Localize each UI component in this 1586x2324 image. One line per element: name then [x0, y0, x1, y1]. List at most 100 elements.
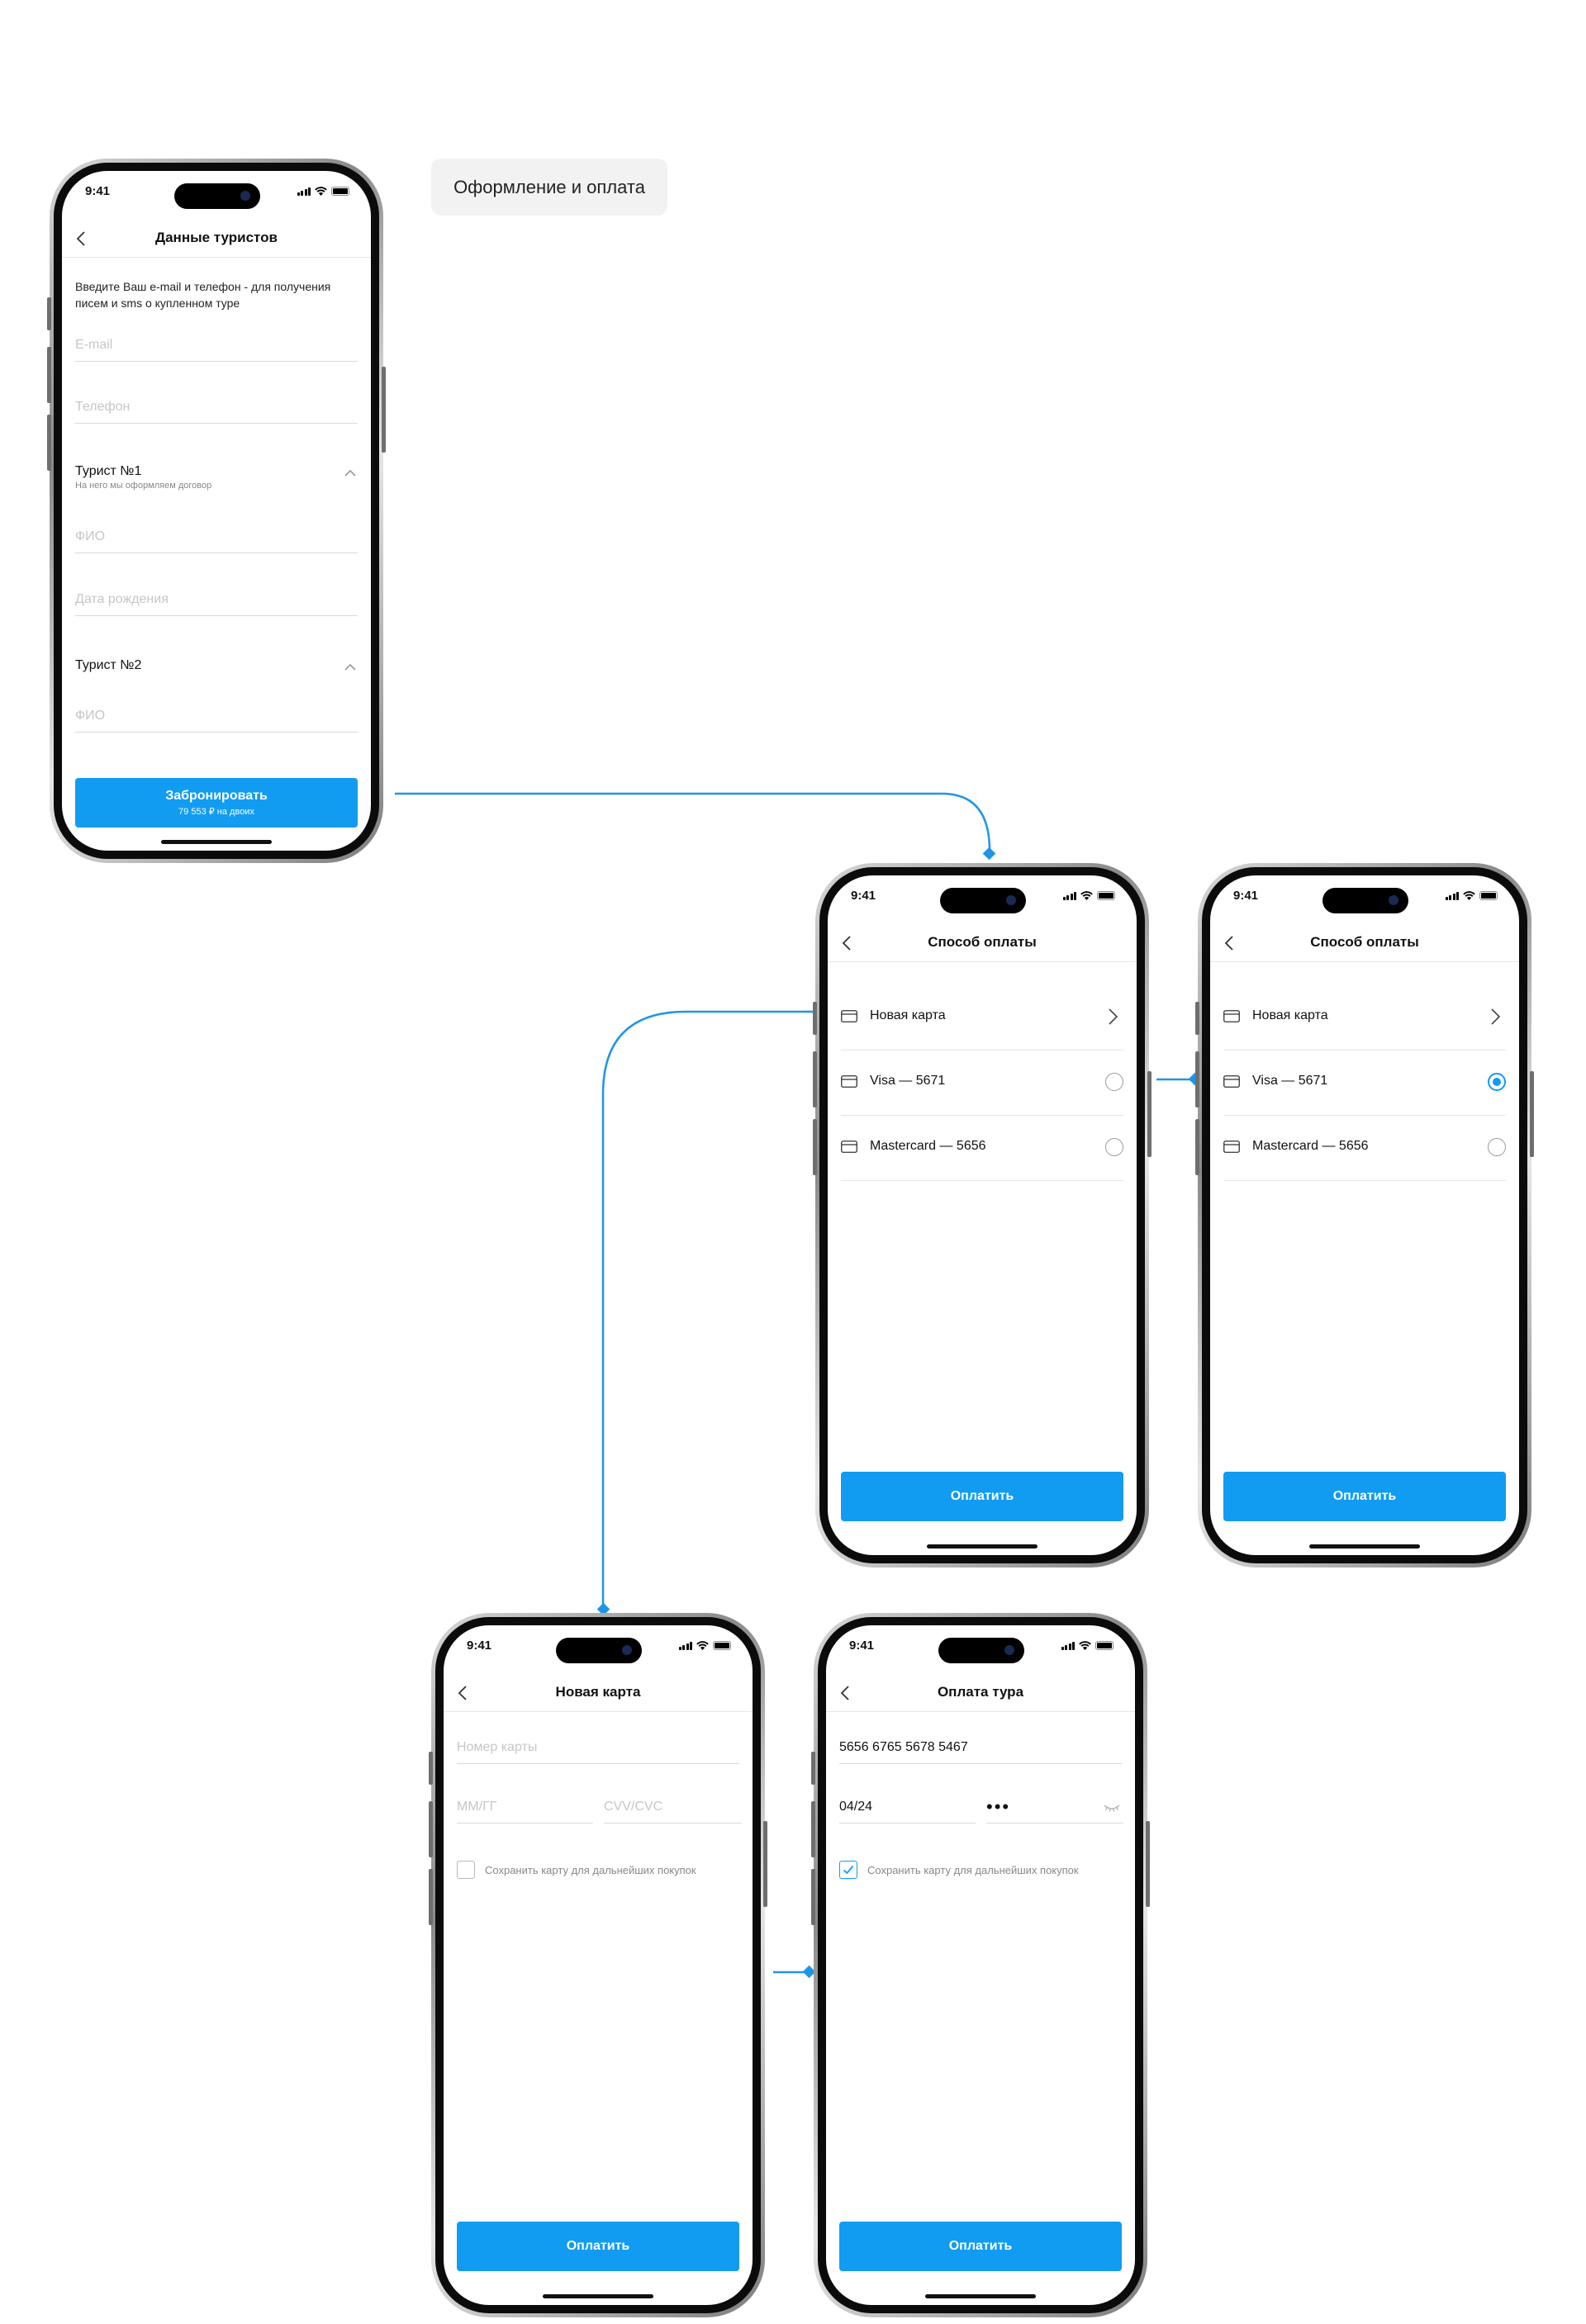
home-indicator: [161, 840, 272, 844]
dynamic-island: [940, 888, 1026, 913]
dynamic-island: [174, 183, 260, 209]
fio-field-2[interactable]: ФИО: [75, 697, 358, 733]
back-arrow-icon[interactable]: [1220, 933, 1240, 953]
tourist-2-title: Турист №2: [75, 658, 142, 672]
home-indicator: [543, 2294, 653, 2298]
page-title: Оплата тура: [937, 1684, 1024, 1700]
cvv-field[interactable]: •••: [986, 1788, 1123, 1824]
phone-tourists: 9:41 Данные туристов Введите Ваш e-mail …: [47, 159, 386, 863]
signal-icon: [678, 1642, 692, 1650]
payment-mastercard-label: Mastercard — 5656: [870, 1139, 986, 1153]
payment-mastercard-label: Mastercard — 5656: [1252, 1139, 1369, 1153]
expiry-field[interactable]: ММ/ГГ: [457, 1788, 593, 1824]
expiry-field[interactable]: 04/24: [839, 1788, 976, 1824]
chevron-right-icon: [1491, 1008, 1501, 1025]
chevron-up-icon[interactable]: [343, 660, 358, 675]
dynamic-island: [1322, 888, 1408, 913]
book-button-label: Забронировать: [165, 789, 268, 803]
payment-mastercard[interactable]: Mastercard — 5656: [841, 1115, 1123, 1181]
pay-button[interactable]: Оплатить: [841, 1472, 1123, 1521]
phone-field[interactable]: Телефон: [75, 388, 358, 424]
book-button[interactable]: Забронировать 79 553 ₽ на двоих: [75, 778, 358, 828]
status-time: 9:41: [1233, 889, 1259, 903]
birth-date-field[interactable]: Дата рождения: [75, 581, 358, 616]
connector-node: [982, 847, 996, 861]
back-arrow-icon[interactable]: [838, 933, 857, 953]
battery-icon: [331, 187, 349, 196]
payment-visa[interactable]: Visa — 5671: [1223, 1050, 1506, 1116]
card-icon: [1223, 1075, 1240, 1088]
signal-icon: [297, 187, 311, 196]
card-number-field[interactable]: Номер карты: [457, 1729, 739, 1764]
pay-button[interactable]: Оплатить: [839, 2222, 1122, 2271]
payment-new-card-label: Новая карта: [1252, 1008, 1328, 1022]
dynamic-island: [938, 1638, 1024, 1663]
radio-button-selected[interactable]: [1488, 1073, 1506, 1091]
save-card-label: Сохранить карту для дальнейших покупок: [485, 1864, 696, 1876]
screen-tourists: 9:41 Данные туристов Введите Ваш e-mail …: [62, 171, 371, 851]
home-indicator: [925, 2294, 1036, 2298]
battery-icon: [1479, 891, 1498, 900]
signal-icon: [1061, 1642, 1075, 1650]
pay-button[interactable]: Оплатить: [457, 2222, 739, 2271]
back-arrow-icon[interactable]: [72, 229, 92, 249]
home-indicator: [927, 1544, 1038, 1549]
page-title: Способ оплаты: [928, 934, 1037, 950]
status-time: 9:41: [851, 889, 876, 903]
connector-newcard-branch: [601, 1010, 818, 1606]
payment-new-card[interactable]: Новая карта: [1223, 984, 1506, 1051]
screen-payment-method-selected: 9:41 Способ оплаты Новая карта Visa — 56…: [1210, 875, 1519, 1555]
card-icon: [1223, 1141, 1240, 1153]
intro-text: Введите Ваш e-mail и телефон - для получ…: [75, 280, 331, 310]
eye-closed-icon[interactable]: [1104, 1803, 1120, 1813]
save-card-label: Сохранить карту для дальнейших покупок: [867, 1864, 1079, 1876]
signal-icon: [1062, 892, 1076, 900]
radio-button[interactable]: [1488, 1138, 1506, 1156]
back-arrow-icon[interactable]: [453, 1683, 473, 1703]
pay-button-label: Оплатить: [950, 1489, 1014, 1503]
save-card-option[interactable]: Сохранить карту для дальнейших покупок: [839, 1861, 1122, 1881]
tourist-1-header[interactable]: Турист №1 На него мы оформляем договор: [75, 464, 358, 497]
status-bar: 9:41: [1210, 875, 1519, 913]
save-card-checkbox[interactable]: [457, 1861, 475, 1879]
radio-button[interactable]: [1105, 1138, 1123, 1156]
screen-payment-method: 9:41 Способ оплаты Новая карта Visa — 56…: [828, 875, 1137, 1555]
cvv-field[interactable]: CVV/CVC: [604, 1788, 741, 1824]
wifi-icon: [1463, 891, 1475, 900]
back-arrow-icon[interactable]: [836, 1683, 856, 1703]
checkmark-icon: [843, 1865, 854, 1875]
card-icon: [841, 1075, 857, 1088]
book-button-price: 79 553 ₽ на двоих: [178, 807, 254, 817]
payment-visa-label: Visa — 5671: [1252, 1074, 1328, 1088]
tourist-1-title: Турист №1: [75, 464, 142, 478]
payment-visa[interactable]: Visa — 5671: [841, 1050, 1123, 1116]
tourist-2-header[interactable]: Турист №2: [75, 658, 358, 691]
email-field[interactable]: E-mail: [75, 326, 358, 362]
pay-button[interactable]: Оплатить: [1223, 1472, 1506, 1521]
payment-new-card[interactable]: Новая карта: [841, 984, 1123, 1051]
phone-payment-method: 9:41 Способ оплаты Новая карта Visa — 56…: [813, 863, 1152, 1568]
screen-tour-payment: 9:41 Оплата тура 5656 6765 5678 5467 04/…: [826, 1625, 1135, 2305]
status-time: 9:41: [467, 1639, 492, 1653]
payment-mastercard[interactable]: Mastercard — 5656: [1223, 1115, 1506, 1181]
page-title: Способ оплаты: [1310, 934, 1419, 950]
wifi-icon: [1080, 891, 1093, 900]
home-indicator: [1309, 1544, 1420, 1549]
phone-tour-payment: 9:41 Оплата тура 5656 6765 5678 5467 04/…: [811, 1613, 1150, 2317]
chevron-right-icon: [1109, 1008, 1118, 1025]
chevron-up-icon[interactable]: [343, 466, 358, 481]
battery-icon: [713, 1641, 731, 1650]
signal-icon: [1445, 892, 1459, 900]
page-title: Новая карта: [555, 1684, 641, 1700]
save-card-option[interactable]: Сохранить карту для дальнейших покупок: [457, 1861, 739, 1881]
tourist-1-subtitle: На него мы оформляем договор: [75, 481, 212, 491]
wifi-icon: [315, 187, 327, 196]
phone-payment-method-selected: 9:41 Способ оплаты Новая карта Visa — 56…: [1195, 863, 1534, 1568]
page-title: Данные туристов: [154, 230, 278, 245]
radio-button[interactable]: [1105, 1073, 1123, 1091]
fio-field-1[interactable]: ФИО: [75, 518, 358, 553]
status-bar: 9:41: [444, 1625, 753, 1663]
battery-icon: [1095, 1641, 1114, 1650]
card-number-field[interactable]: 5656 6765 5678 5467: [839, 1729, 1122, 1764]
save-card-checkbox-checked[interactable]: [839, 1861, 857, 1879]
